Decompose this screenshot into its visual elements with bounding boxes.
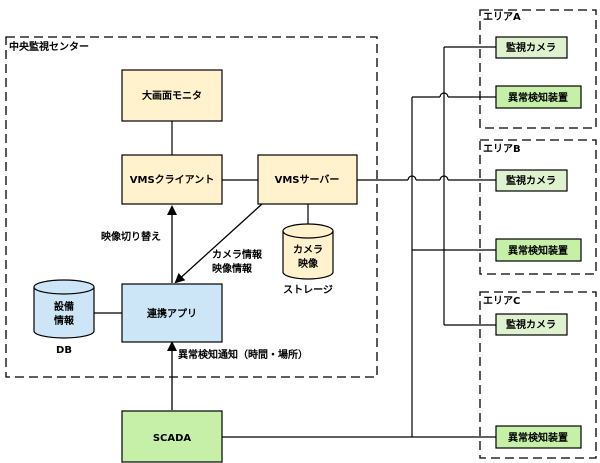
- edge-label-anomaly-notice: 異常検知通知（時間・場所）: [178, 348, 308, 361]
- connectors: [94, 46, 496, 438]
- node-vms-server: VMSサーバー: [257, 154, 358, 205]
- node-monitor: 大画面モニタ: [121, 69, 223, 122]
- camera-a-box: [495, 36, 568, 59]
- storage-label-line1: カメラ: [293, 244, 323, 256]
- region-area-b: [479, 139, 597, 275]
- storage-cylinder: [282, 231, 334, 280]
- region-center-title: 中央監視センター: [9, 40, 89, 53]
- device-detector-b: 異常検知装置: [495, 238, 582, 262]
- vms-server-label: VMSサーバー: [275, 174, 340, 186]
- device-detector-c: 異常検知装置: [495, 425, 582, 449]
- detector-c-box: [495, 425, 582, 449]
- app-label: 連携アプリ: [147, 307, 197, 320]
- db-cylinder-top: [33, 279, 95, 295]
- region-area-c-title: エリアC: [483, 295, 520, 307]
- camera-b-box: [495, 169, 568, 192]
- node-vms-client: VMSクライアント: [121, 154, 223, 205]
- vms-server-box: [257, 154, 358, 205]
- detector-c-label: 異常検知装置: [508, 431, 568, 444]
- edge-label-camera-info: カメラ情報: [212, 248, 263, 261]
- arrow-camera-info: [174, 203, 263, 284]
- camera-b-label: 監視カメラ: [506, 174, 556, 187]
- region-area-c: [479, 291, 597, 459]
- scada-label: SCADA: [153, 433, 192, 444]
- node-scada: SCADA: [121, 410, 223, 463]
- camera-a-label: 監視カメラ: [506, 41, 556, 54]
- device-camera-b: 監視カメラ: [495, 169, 568, 192]
- storage-cylinder-top: [282, 223, 334, 239]
- node-storage: カメラ 映像 ストレージ: [282, 223, 334, 296]
- node-app: 連携アプリ: [121, 283, 223, 343]
- vms-client-box: [121, 154, 223, 205]
- storage-label-line2: 映像: [298, 257, 319, 270]
- db-label-line2: 情報: [54, 314, 75, 327]
- node-db: 設備 情報 DB: [33, 279, 95, 356]
- monitor-label: 大画面モニタ: [142, 89, 202, 102]
- camera-c-box: [495, 313, 568, 336]
- vms-client-label: VMSクライアント: [130, 174, 215, 186]
- detector-b-box: [495, 238, 582, 262]
- device-detector-a: 異常検知装置: [495, 85, 582, 109]
- detector-a-box: [495, 85, 582, 109]
- db-caption: DB: [56, 345, 72, 356]
- monitor-box: [121, 69, 223, 122]
- region-area-b-title: エリアB: [483, 143, 521, 155]
- storage-caption: ストレージ: [283, 284, 333, 296]
- arrows: [167, 203, 263, 410]
- camera-c-label: 監視カメラ: [506, 318, 556, 331]
- region-area-a-title: エリアA: [483, 11, 521, 23]
- scada-box: [121, 410, 223, 463]
- region-center: [5, 36, 378, 378]
- app-box: [121, 283, 223, 343]
- detector-a-label: 異常検知装置: [508, 91, 568, 104]
- edge-label-video-switch: 映像切り替え: [101, 230, 161, 243]
- edge-label-video-info: 映像情報: [212, 262, 253, 275]
- region-area-a: [479, 9, 597, 129]
- device-camera-a: 監視カメラ: [495, 36, 568, 59]
- db-label-line1: 設備: [54, 300, 74, 313]
- db-cylinder: [33, 287, 95, 339]
- detector-b-label: 異常検知装置: [508, 244, 568, 257]
- device-camera-c: 監視カメラ: [495, 313, 568, 336]
